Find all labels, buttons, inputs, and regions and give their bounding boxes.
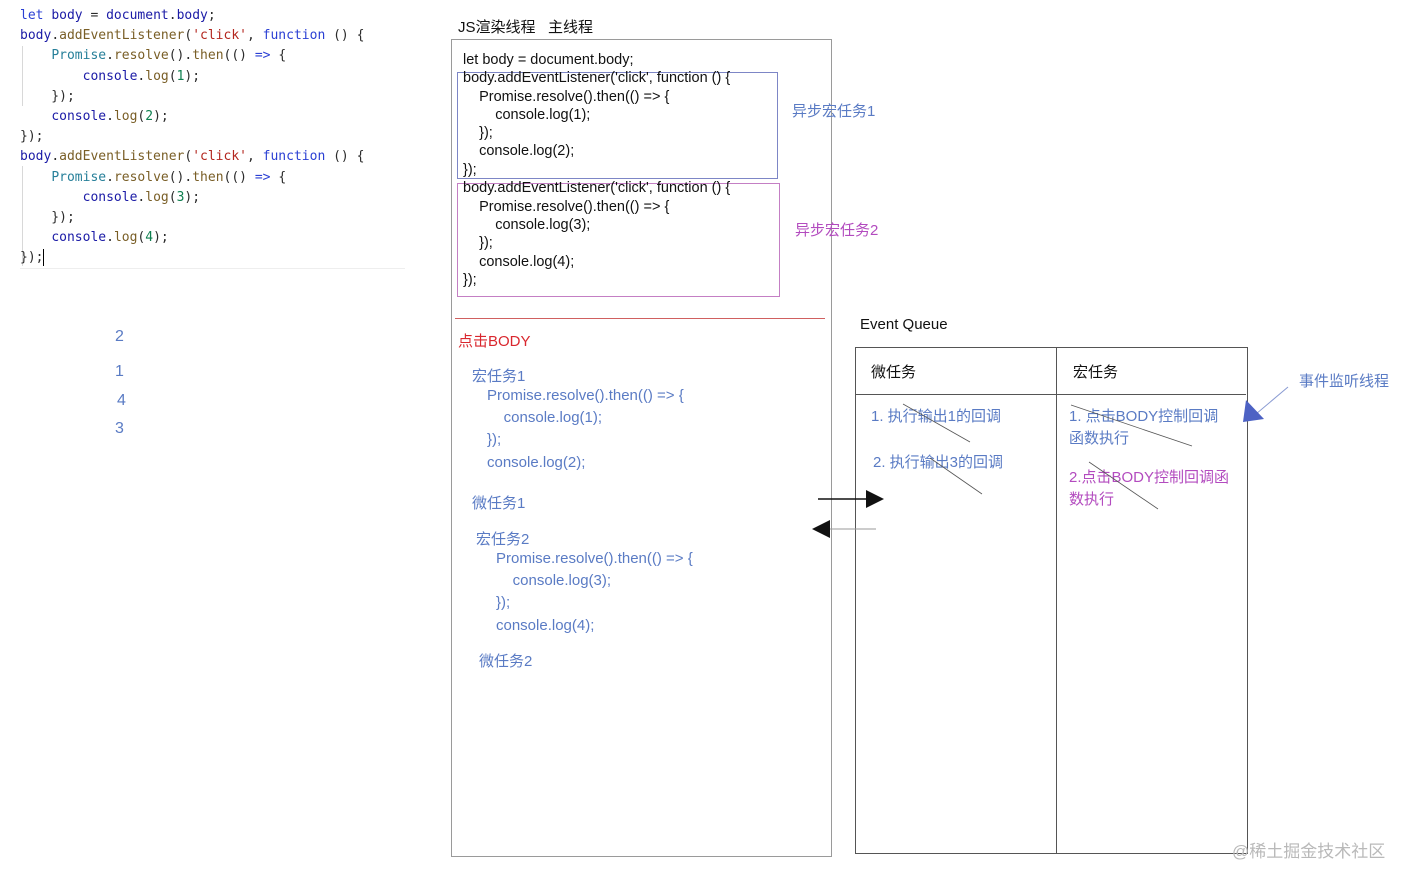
macro-task-header: 宏任务 xyxy=(1073,364,1119,381)
exec-code-line: }); xyxy=(487,431,502,448)
code-line: body.addEventListener('click', function … xyxy=(20,28,365,44)
main-code-line: }); xyxy=(463,162,477,178)
exec-code-line: console.log(2); xyxy=(487,454,586,471)
click-separator xyxy=(455,318,825,319)
main-code-line: body.addEventListener('click', function … xyxy=(463,70,731,86)
code-line: let body = document.body; xyxy=(20,8,216,23)
code-line: Promise.resolve().then(() => { xyxy=(51,48,287,64)
code-editor[interactable]: let body = document.body; body.addEventLi… xyxy=(20,6,410,271)
main-code-line: }); xyxy=(463,125,493,141)
output-value: 4 xyxy=(117,392,126,409)
code-line: }); xyxy=(20,249,45,267)
output-value: 3 xyxy=(115,420,124,437)
code-line: body.addEventListener('click', function … xyxy=(20,149,365,165)
exec-code-line: Promise.resolve().then(() => { xyxy=(487,387,684,404)
code-line: }); xyxy=(20,129,44,145)
event-queue-header-line xyxy=(856,394,1246,395)
micro-task-2-label: 微任务2 xyxy=(479,653,533,670)
event-queue-divider xyxy=(1056,348,1057,853)
event-queue-title: Event Queue xyxy=(860,316,948,333)
micro-task-1-label: 微任务1 xyxy=(472,495,526,512)
async-task-2-box xyxy=(457,183,780,297)
watermark: @稀土掘金技术社区 xyxy=(1232,842,1386,861)
code-line: Promise.resolve().then(() => { xyxy=(51,169,287,185)
micro-task-header: 微任务 xyxy=(871,364,917,381)
listener-arrow-line xyxy=(1255,386,1289,415)
exec-code-line: }); xyxy=(496,594,511,611)
output-value: 2 xyxy=(115,328,124,345)
macro-task-1-label: 宏任务1 xyxy=(472,368,526,385)
code-line: }); xyxy=(20,88,75,104)
main-code-line: body.addEventListener('click', function … xyxy=(463,180,731,196)
click-body-label: 点击BODY xyxy=(458,333,531,350)
indent-guide xyxy=(22,46,23,106)
main-code-line: console.log(1); xyxy=(463,107,591,123)
code-line: console.log(2); xyxy=(51,109,169,124)
code-line: console.log(3); xyxy=(82,189,201,205)
main-code-line: console.log(4); xyxy=(463,254,575,270)
async-task-2-label: 异步宏任务2 xyxy=(795,222,879,239)
async-task-1-box xyxy=(457,72,778,179)
main-code-line: }); xyxy=(463,235,493,251)
micro-queue-item: 2. 执行输出3的回调 xyxy=(873,454,1004,471)
code-line: console.log(1); xyxy=(82,68,201,84)
exec-code-line: console.log(1); xyxy=(487,409,603,426)
micro-queue-item: 1. 执行输出1的回调 xyxy=(871,408,1002,425)
main-code-line: Promise.resolve().then(() => { xyxy=(463,89,670,105)
main-code-line: console.log(2); xyxy=(463,143,575,159)
main-code-line: console.log(3); xyxy=(463,217,591,233)
event-listener-thread-label: 事件监听线程 xyxy=(1299,373,1390,390)
code-line: }); xyxy=(20,210,75,225)
main-thread-box xyxy=(451,39,832,857)
event-queue-box xyxy=(855,347,1248,854)
async-task-1-label: 异步宏任务1 xyxy=(792,103,876,120)
macro-queue-item: 2.点击BODY控制回调函 数执行 xyxy=(1069,467,1229,511)
main-code-line: Promise.resolve().then(() => { xyxy=(463,199,670,215)
macro-queue-item: 1. 点击BODY控制回调 函数执行 xyxy=(1069,406,1218,450)
exec-code-line: Promise.resolve().then(() => { xyxy=(496,550,693,567)
macro-queue-item-line: 数执行 xyxy=(1069,491,1115,508)
indent-guide xyxy=(22,166,23,266)
macro-queue-item-line: 函数执行 xyxy=(1069,430,1130,447)
code-current-line xyxy=(20,268,405,269)
exec-code-line: console.log(4); xyxy=(496,617,595,634)
main-code-line: }); xyxy=(463,272,477,288)
code-line: console.log(4); xyxy=(51,230,169,246)
exec-code-line: console.log(3); xyxy=(496,572,612,589)
output-value: 1 xyxy=(115,363,124,380)
main-thread-title: JS渲染线程 主线程 xyxy=(458,19,594,36)
macro-queue-item-line: 1. 点击BODY控制回调 xyxy=(1069,408,1219,425)
macro-queue-item-line: 2.点击BODY控制回调函 xyxy=(1069,469,1230,486)
text-cursor xyxy=(43,249,45,267)
main-code-line: let body = document.body; xyxy=(463,52,634,68)
macro-task-2-label: 宏任务2 xyxy=(476,531,530,548)
